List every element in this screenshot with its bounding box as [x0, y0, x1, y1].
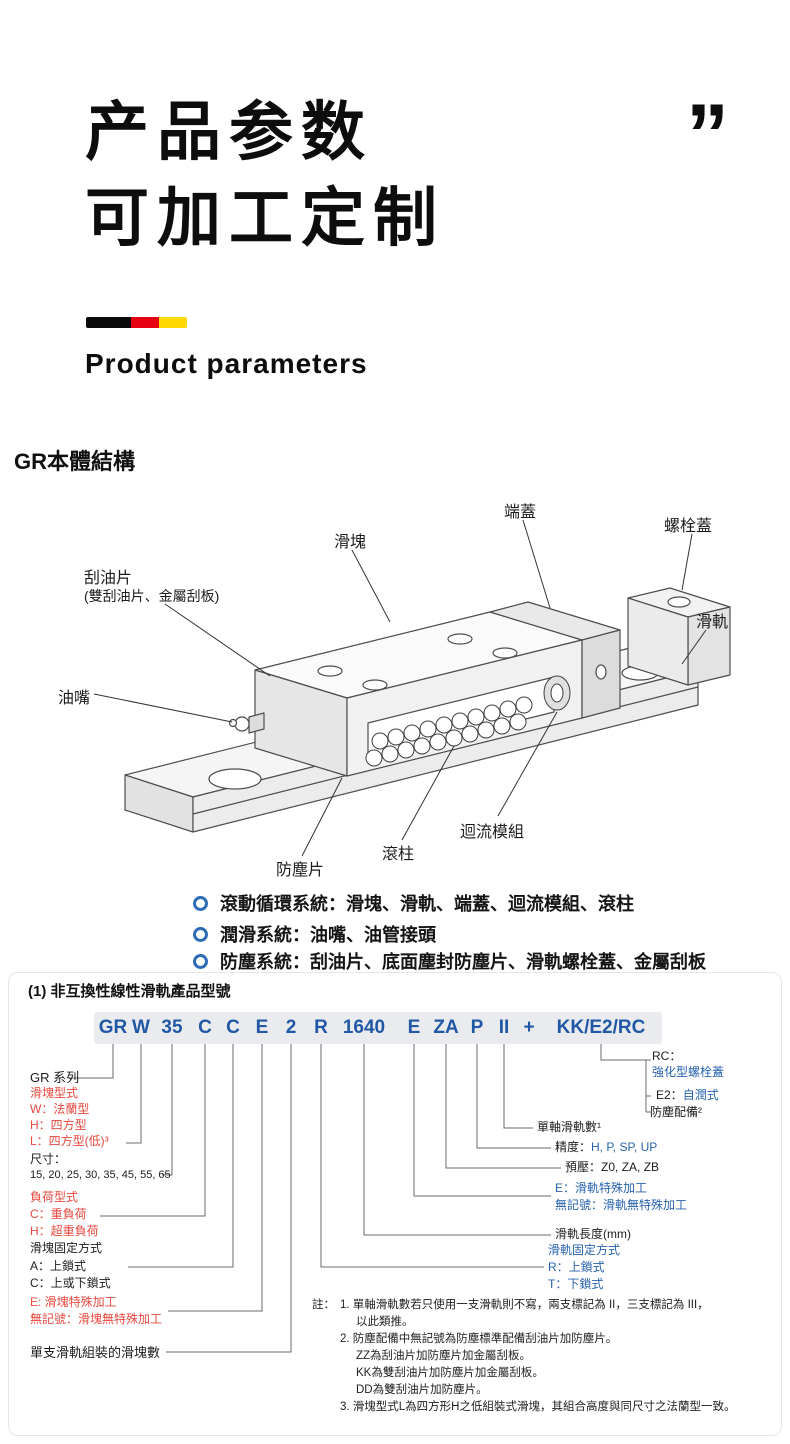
- label-scraper: 刮油片: [84, 570, 133, 587]
- label-scraper-sub: (雙刮油片、金屬刮板): [84, 588, 220, 604]
- structure-section-heading: GR本體結構: [14, 449, 136, 474]
- bullet-text: 潤滑系統：油嘴、油管接頭: [220, 925, 436, 945]
- ann-slider-type-h: H：四方型: [30, 1118, 87, 1132]
- ann-precision-values: H, P, SP, UP: [591, 1140, 658, 1154]
- flag-yellow-segment: [159, 317, 187, 328]
- ann-fix-c: C：上或下鎖式: [30, 1276, 111, 1290]
- guide-rail-drawing-icon: [93, 519, 731, 857]
- ann-slider-type-l: L：四方型(低)³: [30, 1134, 109, 1148]
- code-segment-preload: ZA: [433, 1017, 459, 1038]
- ann-preload: 預壓：Z0, ZA, ZB: [565, 1160, 660, 1174]
- quote-mark-icon: ”: [686, 87, 729, 183]
- subtitle: Product parameters: [85, 348, 368, 379]
- ann-size-title: 尺寸：: [30, 1152, 67, 1166]
- ann-precision-label: 精度：: [555, 1140, 592, 1154]
- note-1-line-1: 1. 單軸滑軌數若只使用一支滑軌則不寫，兩支標記為 II，三支標記為 III，: [340, 1299, 709, 1311]
- label-oil-nipple: 油嘴: [58, 690, 91, 707]
- code-segment-load: C: [198, 1017, 212, 1038]
- code-segment-precision: P: [470, 1017, 484, 1038]
- flag-stripe-icon: [86, 317, 187, 328]
- ann-rail-special: E：滑軌特殊加工: [555, 1181, 648, 1195]
- note-1-line-2: 以此類推。: [356, 1316, 414, 1328]
- model-section-heading: (1) 非互換性線性滑軌產品型號: [28, 983, 231, 1000]
- label-recirculation: 迴流模組: [460, 824, 525, 841]
- code-segment-options: KK/E2/RC: [556, 1017, 646, 1038]
- ann-dust: 防塵配備²: [650, 1105, 702, 1119]
- ann-slider-special-none: 無記號：滑塊無特殊加工: [30, 1312, 163, 1326]
- code-segment-rail-count: II: [498, 1017, 510, 1038]
- ann-slider-type-title: 滑塊型式: [30, 1086, 79, 1100]
- code-segment-size: 35: [161, 1017, 183, 1038]
- ann-rc-value: 強化型螺栓蓋: [652, 1065, 725, 1079]
- bullet-rolling-system: 滾動循環系統：滑塊、滑軌、端蓋、迴流模組、滾柱: [193, 890, 634, 916]
- page-title-line1: 产品参数: [85, 96, 373, 168]
- bullet-circle-icon: [193, 926, 208, 942]
- label-end-cap: 端蓋: [504, 504, 537, 521]
- ann-series: GR 系列: [30, 1070, 80, 1085]
- ann-fix-a: A：上鎖式: [30, 1259, 87, 1273]
- ann-e2-label: E2：: [656, 1088, 683, 1102]
- code-segment-rail-special: E: [407, 1017, 421, 1038]
- label-slider: 滑塊: [334, 534, 367, 551]
- notes-label: 註：: [312, 1299, 335, 1311]
- label-dust-sheet: 防塵片: [276, 862, 325, 879]
- ann-slider-special: E: 滑塊特殊加工: [30, 1295, 117, 1309]
- ann-rail-fix-t: T：下鎖式: [548, 1277, 604, 1291]
- ann-e2: E2：自潤式: [656, 1088, 719, 1102]
- bullet-circle-icon: [193, 895, 208, 911]
- label-rail: 滑軌: [696, 614, 729, 631]
- ann-rc-label: RC：: [652, 1049, 682, 1063]
- note-2-line-4: DD為雙刮油片加防塵片。: [356, 1384, 488, 1396]
- guide-rail-diagram: 端蓋 螺栓蓋 滑塊 刮油片 (雙刮油片、金屬刮板) 滑軌 油嘴 迴流模組 滾柱 …: [30, 480, 760, 882]
- note-2-line-3: KK為雙刮油片加防塵片加金屬刮板。: [356, 1367, 544, 1379]
- ann-load-c: C：重負荷: [30, 1207, 87, 1221]
- code-segment-plus: +: [523, 1017, 535, 1038]
- ann-slider-type-w: W：法蘭型: [30, 1102, 90, 1116]
- ann-load-title: 負荷型式: [30, 1190, 79, 1204]
- ann-preload-values: Z0, ZA, ZB: [601, 1160, 660, 1174]
- code-segment-series: GR: [98, 1017, 128, 1038]
- note-3: 3. 滑塊型式L為四方形H之低組裝式滑塊，其組合高度與同尺寸之法蘭型一致。: [340, 1401, 736, 1413]
- note-2-line-1: 2. 防塵配備中無記號為防塵標準配備刮油片加防塵片。: [340, 1333, 618, 1345]
- bullet-dustproof-system: 防塵系統：刮油片、底面塵封防塵片、滑軌螺栓蓋、金屬刮板: [193, 948, 706, 974]
- ann-precision: 精度：H, P, SP, UP: [555, 1140, 658, 1154]
- ann-rail-count: 單軸滑軌數¹: [537, 1120, 601, 1134]
- ann-block-count: 單支滑軌組裝的滑塊數: [30, 1345, 161, 1360]
- ann-size-values: 15, 20, 25, 30, 35, 45, 55, 65: [30, 1169, 171, 1181]
- ann-preload-label: 預壓：: [565, 1160, 602, 1174]
- flag-red-segment: [131, 317, 159, 328]
- flag-black-segment: [86, 317, 131, 328]
- code-segment-slider-type: W: [132, 1017, 150, 1038]
- code-segment-slider-special: E: [255, 1017, 269, 1038]
- bullet-text: 防塵系統：刮油片、底面塵封防塵片、滑軌螺栓蓋、金屬刮板: [220, 952, 706, 972]
- page-title-line2: 可加工定制: [85, 182, 445, 254]
- code-segment-slider-fix: C: [226, 1017, 240, 1038]
- label-roller: 滾柱: [382, 846, 415, 863]
- ann-rail-fix-title: 滑軌固定方式: [548, 1243, 621, 1257]
- model-code-bar: GR W 35 C C E 2 R 1640 E ZA P II + KK/E2…: [94, 1012, 662, 1044]
- ann-rail-fix-r: R：上鎖式: [548, 1260, 605, 1274]
- ann-rail-length: 滑軌長度(mm): [555, 1227, 631, 1241]
- ann-fix-title: 滑塊固定方式: [30, 1241, 103, 1255]
- bullet-circle-icon: [193, 953, 208, 969]
- ann-load-h: H：超重負荷: [30, 1224, 99, 1238]
- bullet-lubrication-system: 潤滑系統：油嘴、油管接頭: [193, 921, 436, 947]
- bullet-text: 滾動循環系統：滑塊、滑軌、端蓋、迴流模組、滾柱: [220, 894, 634, 914]
- code-segment-rail-length: 1640: [342, 1017, 386, 1038]
- code-segment-block-count: 2: [285, 1017, 297, 1038]
- note-2-line-2: ZZ為刮油片加防塵片加金屬刮板。: [356, 1350, 532, 1362]
- ann-rail-special-none: 無記號：滑軌無特殊加工: [555, 1198, 688, 1212]
- code-segment-rail-fix: R: [314, 1017, 328, 1038]
- ann-e2-value: 自潤式: [682, 1088, 719, 1102]
- label-bolt-cover: 螺栓蓋: [664, 518, 713, 535]
